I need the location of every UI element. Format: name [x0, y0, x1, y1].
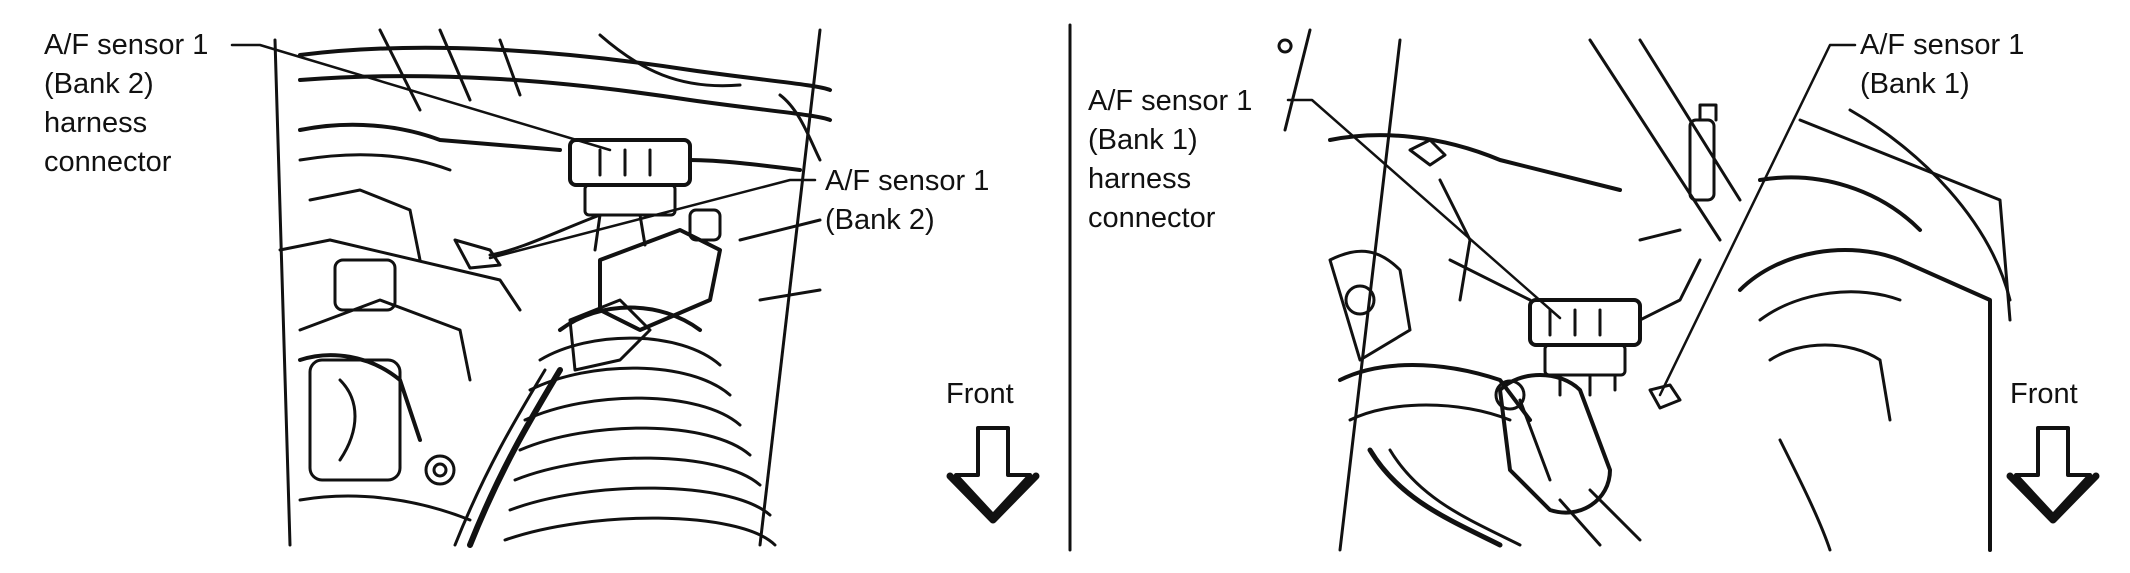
left-leader-lines — [230, 43, 817, 260]
right-harness-line-1: A/F sensor 1 — [1088, 85, 1253, 117]
right-harness-line-3: harness — [1088, 163, 1192, 195]
right-harness-line-4: connector — [1088, 202, 1216, 234]
left-front-label: Front — [946, 378, 1014, 410]
right-sensor-line-2: (Bank 1) — [1860, 68, 1970, 100]
right-engine-drawing — [1277, 28, 2012, 552]
left-front-arrow-icon — [946, 426, 1040, 524]
right-sensor-callout: A/F sensor 1 (Bank 1) — [1860, 26, 2024, 104]
left-harness-line-3: harness — [44, 107, 148, 139]
left-sensor-line-1: A/F sensor 1 — [825, 165, 990, 197]
left-sensor-callout: A/F sensor 1 (Bank 2) — [825, 162, 989, 240]
left-harness-line-1: A/F sensor 1 — [44, 29, 209, 61]
left-harness-line-4: connector — [44, 146, 172, 178]
right-harness-callout: A/F sensor 1 (Bank 1) harness connector — [1088, 82, 1252, 238]
right-harness-line-2: (Bank 1) — [1088, 124, 1198, 156]
left-harness-callout: A/F sensor 1 (Bank 2) harness connector — [44, 26, 208, 182]
left-sensor-line-2: (Bank 2) — [825, 204, 935, 236]
left-harness-line-2: (Bank 2) — [44, 68, 154, 100]
right-sensor-line-1: A/F sensor 1 — [1860, 29, 2025, 61]
right-leader-lines — [1286, 43, 1857, 397]
right-front-arrow-icon — [2006, 426, 2100, 524]
right-front-label: Front — [2010, 378, 2078, 410]
left-engine-drawing — [273, 28, 832, 548]
